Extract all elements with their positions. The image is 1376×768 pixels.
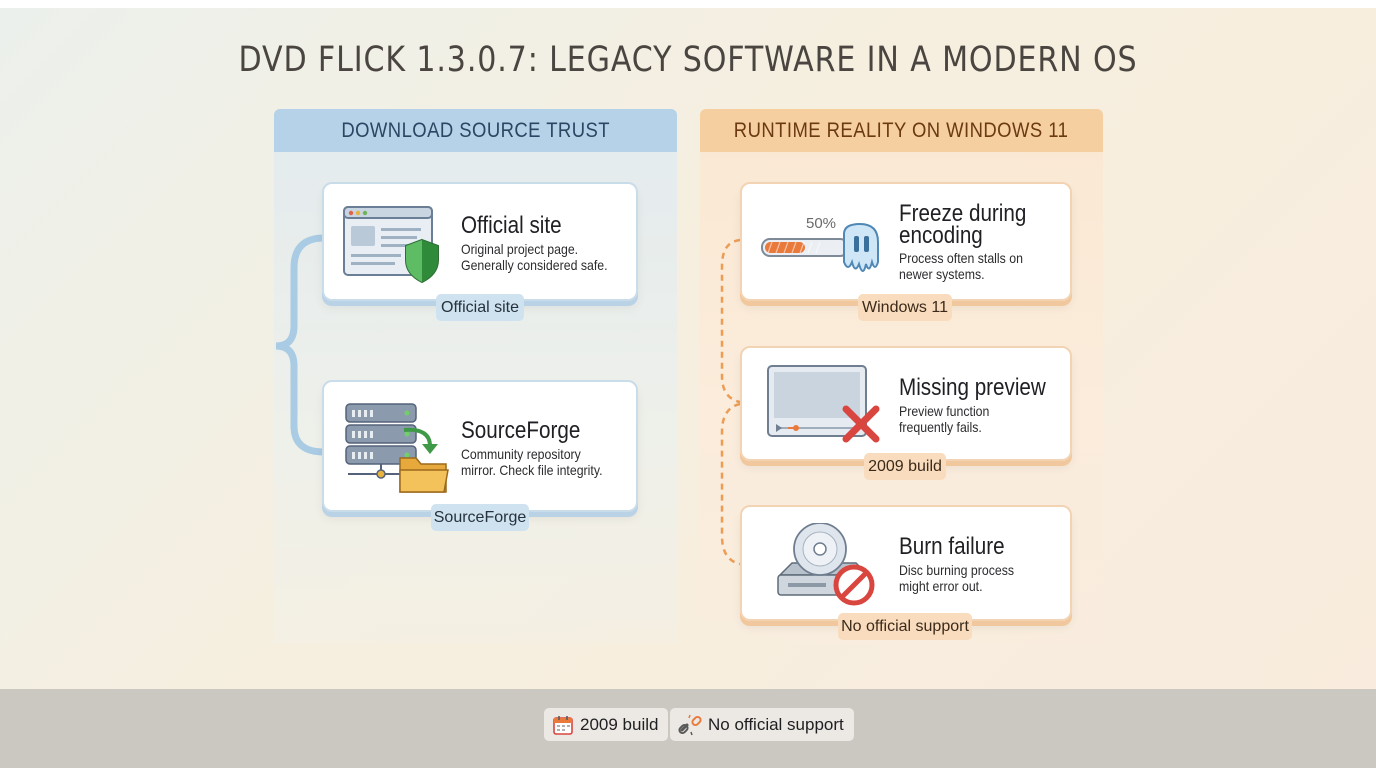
broken-link-icon [678,714,702,736]
burn-failure-description: Disc burning process might error out. [899,562,1015,594]
progress-percent-label: 50% [806,215,836,232]
freeze-encoding-description: Process often stalls on newer systems. [899,250,1023,282]
missing-preview-card[interactable]: Missing preview Preview function frequen… [740,346,1072,461]
download-source-heading-text: DOWNLOAD SOURCE TRUST [341,118,610,142]
page-title: DVD FLICK 1.3.0.7: LEGACY SOFTWARE IN A … [238,40,1138,80]
missing-preview-description: Preview function frequently fails. [899,403,990,435]
source-bracket-connector [275,234,328,456]
footer-chip-build-label: 2009 build [580,714,659,734]
2009-build-tag: 2009 build [864,453,946,480]
official-site-description: Original project page. Generally conside… [461,241,608,273]
broken-preview-icon [766,364,886,449]
sourceforge-description: Community repository mirror. Check file … [461,446,603,478]
footer-chip-support[interactable]: No official support [670,708,854,741]
windows-11-tag: Windows 11 [858,294,952,321]
sourceforge-title: SourceForge [461,417,581,444]
no-official-support-tag: No official support [838,613,972,640]
runtime-dashed-connector [720,238,741,566]
burn-failure-title: Burn failure [899,533,1005,560]
freeze-encoding-card[interactable]: 50% Freeze during encoding Process often… [740,182,1072,301]
missing-preview-title: Missing preview [899,374,1046,401]
download-source-heading: DOWNLOAD SOURCE TRUST [274,109,677,152]
official-site-title: Official site [461,212,562,239]
runtime-reality-heading-text: RUNTIME REALITY ON WINDOWS 11 [734,118,1069,142]
sourceforge-card[interactable]: SourceForge Community repository mirror.… [322,380,638,512]
runtime-reality-heading: RUNTIME REALITY ON WINDOWS 11 [700,109,1103,152]
burn-failure-card[interactable]: Burn failure Disc burning process might … [740,505,1072,621]
calendar-icon [552,714,574,736]
disc-drive-blocked-icon [774,523,884,608]
frozen-progress-icon: 50% [760,212,885,287]
footer-bar: 2009 build No official support [0,689,1376,768]
freeze-encoding-title-line2: encoding [899,222,983,249]
official-site-card[interactable]: Official site Original project page. Gen… [322,182,638,301]
freeze-encoding-title-line1: Freeze during [899,200,1027,227]
footer-chip-support-label: No official support [708,714,844,734]
sourceforge-tag: SourceForge [431,504,529,531]
server-folder-icon [342,400,452,495]
footer-chip-build[interactable]: 2009 build [544,708,669,741]
browser-shield-icon [342,204,442,284]
page-background [0,8,1376,768]
official-site-tag: Official site [436,294,524,321]
